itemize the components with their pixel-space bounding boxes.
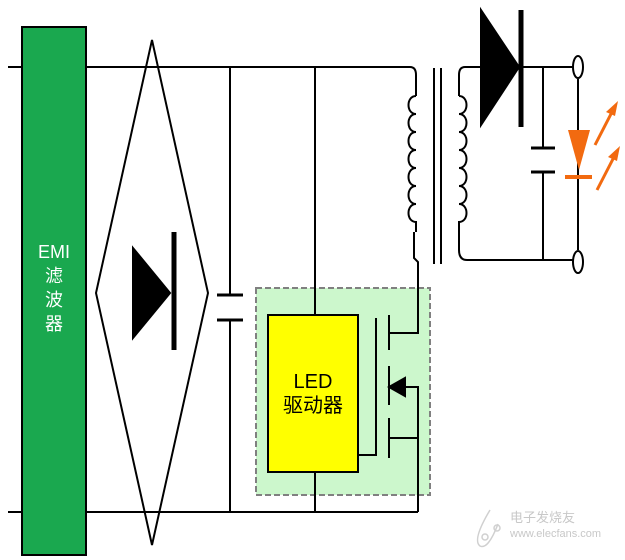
output-diode-icon [480,6,521,129]
output-terminal-positive [572,55,584,79]
transformer [407,66,573,264]
mosfet [358,232,419,512]
bridge-rectifier [94,39,210,546]
watermark-title: 电子发烧友 [510,510,576,525]
output-capacitor [531,67,555,260]
output-terminal-negative [572,250,584,274]
led-driver-label: LED 驱动器 [268,370,358,418]
driver-label-line: LED [293,371,333,393]
input-capacitor [217,67,243,512]
emi-label-line: 滤 [45,266,63,286]
led-driver-box [267,314,359,473]
watermark-logo [476,509,501,548]
watermark: 电子发烧友 www.elecfans.com [470,510,620,542]
emi-filter-box [21,26,87,556]
rails [8,66,418,513]
led-icon [565,101,620,191]
emi-label-line: 波 [45,290,63,310]
emi-filter-label: EMI 滤 波 器 [22,240,86,336]
driver-label-line: 驱动器 [283,395,343,417]
bridge-diode-icon [132,245,172,341]
emi-label-line: 器 [45,314,63,334]
emi-label-line: EMI [37,242,70,262]
watermark-url: www.elecfans.com [510,528,602,540]
